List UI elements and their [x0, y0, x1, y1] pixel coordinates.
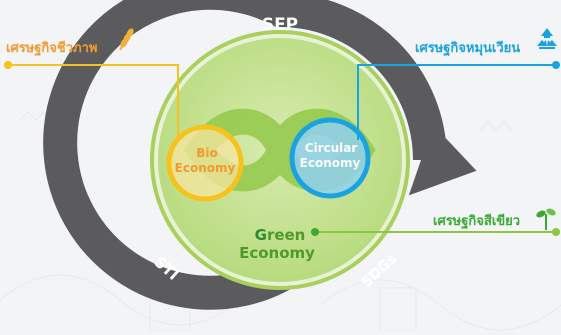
recycle-icon	[537, 28, 557, 49]
bio-economy-circle	[166, 124, 244, 202]
green-callout-label: เศรษฐกิจสีเขียว	[433, 214, 521, 229]
bio-label-line1: Bio	[196, 146, 218, 160]
bio-label-line2: Economy	[175, 161, 236, 175]
green-callout-dot-right	[552, 228, 560, 236]
circular-callout-line	[357, 64, 556, 140]
circular-economy-circle	[289, 117, 371, 199]
circular-callout-label: เศรษฐกิจหมุนเวียน	[415, 41, 521, 56]
green-callout-dot-left	[311, 228, 319, 236]
ring-label-sep: SEP	[262, 15, 298, 35]
green-label-line1: Green	[255, 226, 306, 244]
wheat-icon	[119, 28, 134, 51]
green-label-line2: Economy	[239, 244, 315, 262]
ring-arrowhead	[408, 124, 477, 196]
circular-label-line1: Circular	[305, 141, 358, 155]
bio-callout-dot	[4, 61, 12, 69]
circular-label-line2: Economy	[300, 156, 361, 170]
sprout-icon	[536, 208, 556, 230]
circular-callout-dot	[552, 61, 560, 69]
bio-callout-label: เศรษฐกิจชีวภาพ	[6, 41, 98, 56]
green-label-first-letter: G	[255, 226, 267, 244]
green-label-rest: reen	[267, 226, 305, 244]
bio-callout-line	[8, 64, 179, 140]
